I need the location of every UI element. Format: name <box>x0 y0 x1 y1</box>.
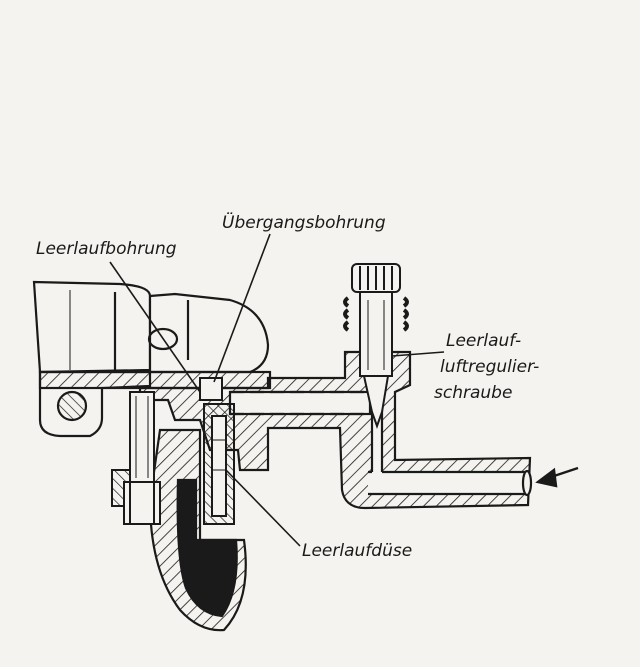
label-uebergangsbohrung: Übergangsbohrung <box>222 211 386 233</box>
carburetor-body-section <box>138 350 533 510</box>
inflow-arrow <box>535 466 579 488</box>
bowl-screw <box>111 391 161 525</box>
float-bowl <box>148 428 247 632</box>
mixing-chamber-housing <box>32 280 270 374</box>
idle-jet-assembly <box>199 377 235 525</box>
idle-air-screw <box>343 263 409 429</box>
leader-lines <box>109 233 445 547</box>
label-leerlaufluft-line1: Leerlauf- <box>446 331 521 351</box>
label-leerlaufluft-line2: luftregulier- <box>440 357 539 377</box>
label-leerlaufduese: Leerlaufdüse <box>302 541 412 561</box>
label-leerlaufbohrung: Leerlaufbohrung <box>36 239 177 259</box>
label-leerlaufluft-line3: schraube <box>434 383 512 403</box>
